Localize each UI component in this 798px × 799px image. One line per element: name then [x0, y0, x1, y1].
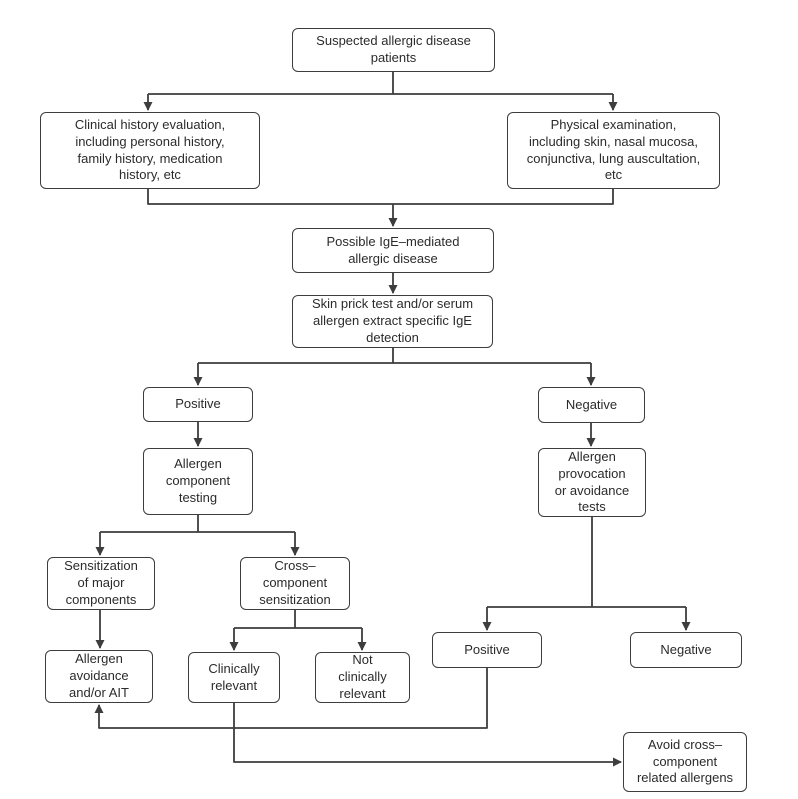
node-provocation-positive: Positive: [432, 632, 542, 668]
node-clinical-history-evaluation: Clinical history evaluation, including p…: [40, 112, 260, 189]
node-allergen-component-testing-label: Allergen component testing: [165, 456, 231, 505]
node-physical-examination-label: Physical examination, including skin, na…: [526, 116, 701, 183]
node-skin-prick-test: Skin prick test and/or serum allergen ex…: [292, 295, 493, 348]
node-suspected-patients: Suspected allergic disease patients: [292, 28, 495, 72]
node-allergen-component-testing: Allergen component testing: [143, 448, 253, 515]
node-provocation-negative-label: Negative: [660, 641, 712, 657]
arrow-clinrel-to-avoid-cross: [233, 703, 622, 767]
node-allergen-avoidance-ait-label: Allergen avoidance and/or AIT: [69, 651, 129, 700]
node-clinically-relevant-label: Clinically relevant: [208, 660, 260, 693]
node-provocation-positive-label: Positive: [464, 641, 510, 657]
node-not-clinically-relevant: Not clinically relevant: [315, 652, 410, 703]
node-suspected-patients-label: Suspected allergic disease patients: [316, 33, 471, 65]
node-positive-result: Positive: [143, 387, 253, 422]
connector-lines: [100, 72, 686, 629]
node-cross-component-sensitization: Cross– component sensitization: [240, 557, 350, 610]
node-clinically-relevant: Clinically relevant: [188, 652, 280, 703]
node-positive-result-label: Positive: [175, 396, 221, 412]
node-sensitization-major-components: Sensitization of major components: [47, 557, 155, 610]
node-possible-ige-mediated: Possible IgE–mediated allergic disease: [292, 228, 494, 273]
node-provocation-avoidance-tests: Allergen provocation or avoidance tests: [538, 448, 646, 517]
node-provocation-negative: Negative: [630, 632, 742, 668]
node-allergen-avoidance-ait: Allergen avoidance and/or AIT: [45, 650, 153, 703]
arrow-positive-to-ait: [94, 668, 488, 729]
node-skin-prick-test-label: Skin prick test and/or serum allergen ex…: [311, 296, 474, 345]
node-avoid-cross-component-allergens-label: Avoid cross– component related allergens: [636, 736, 734, 786]
node-cross-component-sensitization-label: Cross– component sensitization: [259, 558, 331, 607]
node-physical-examination: Physical examination, including skin, na…: [507, 112, 720, 189]
node-negative-result-label: Negative: [565, 396, 618, 412]
node-negative-result: Negative: [538, 387, 645, 423]
node-sensitization-major-components-label: Sensitization of major components: [64, 558, 138, 607]
node-avoid-cross-component-allergens: Avoid cross– component related allergens: [623, 732, 747, 792]
node-possible-ige-mediated-label: Possible IgE–mediated allergic disease: [326, 233, 460, 266]
node-not-clinically-relevant-label: Not clinically relevant: [338, 652, 387, 701]
node-clinical-history-evaluation-label: Clinical history evaluation, including p…: [74, 116, 226, 183]
node-provocation-avoidance-tests-label: Allergen provocation or avoidance tests: [554, 448, 630, 515]
